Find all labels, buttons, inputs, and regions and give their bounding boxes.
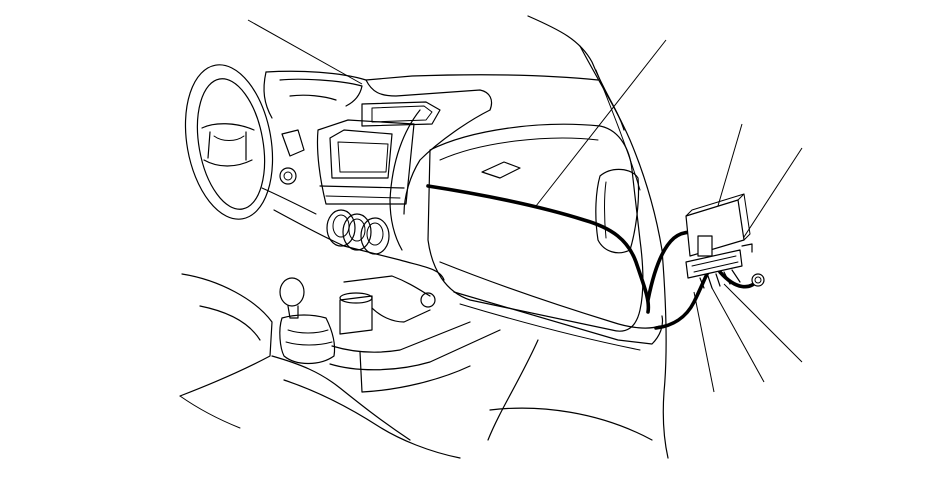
connector-box: [685, 193, 765, 289]
left-switches: [261, 129, 445, 281]
leader-line-4: [741, 147, 803, 241]
leader-line-7: [723, 283, 803, 363]
seat-outline: [179, 273, 653, 459]
harness-main: [426, 184, 651, 314]
a-pillar: [527, 15, 669, 459]
center-stack: [316, 119, 415, 255]
glove-box: [427, 123, 664, 351]
gear-shifter: [279, 277, 336, 365]
leader-line-5: [693, 291, 715, 393]
harness-branch-lower: [654, 270, 710, 330]
dashboard-top: [263, 70, 599, 251]
leader-line-2: [535, 39, 667, 207]
steering-wheel: [184, 64, 274, 220]
connector-block-1: [697, 235, 713, 257]
floor-console: [329, 275, 501, 393]
callout-leaders: [247, 19, 803, 393]
leader-line-1: [247, 19, 363, 85]
leader-line-6: [711, 287, 765, 383]
grommet: [751, 273, 765, 287]
